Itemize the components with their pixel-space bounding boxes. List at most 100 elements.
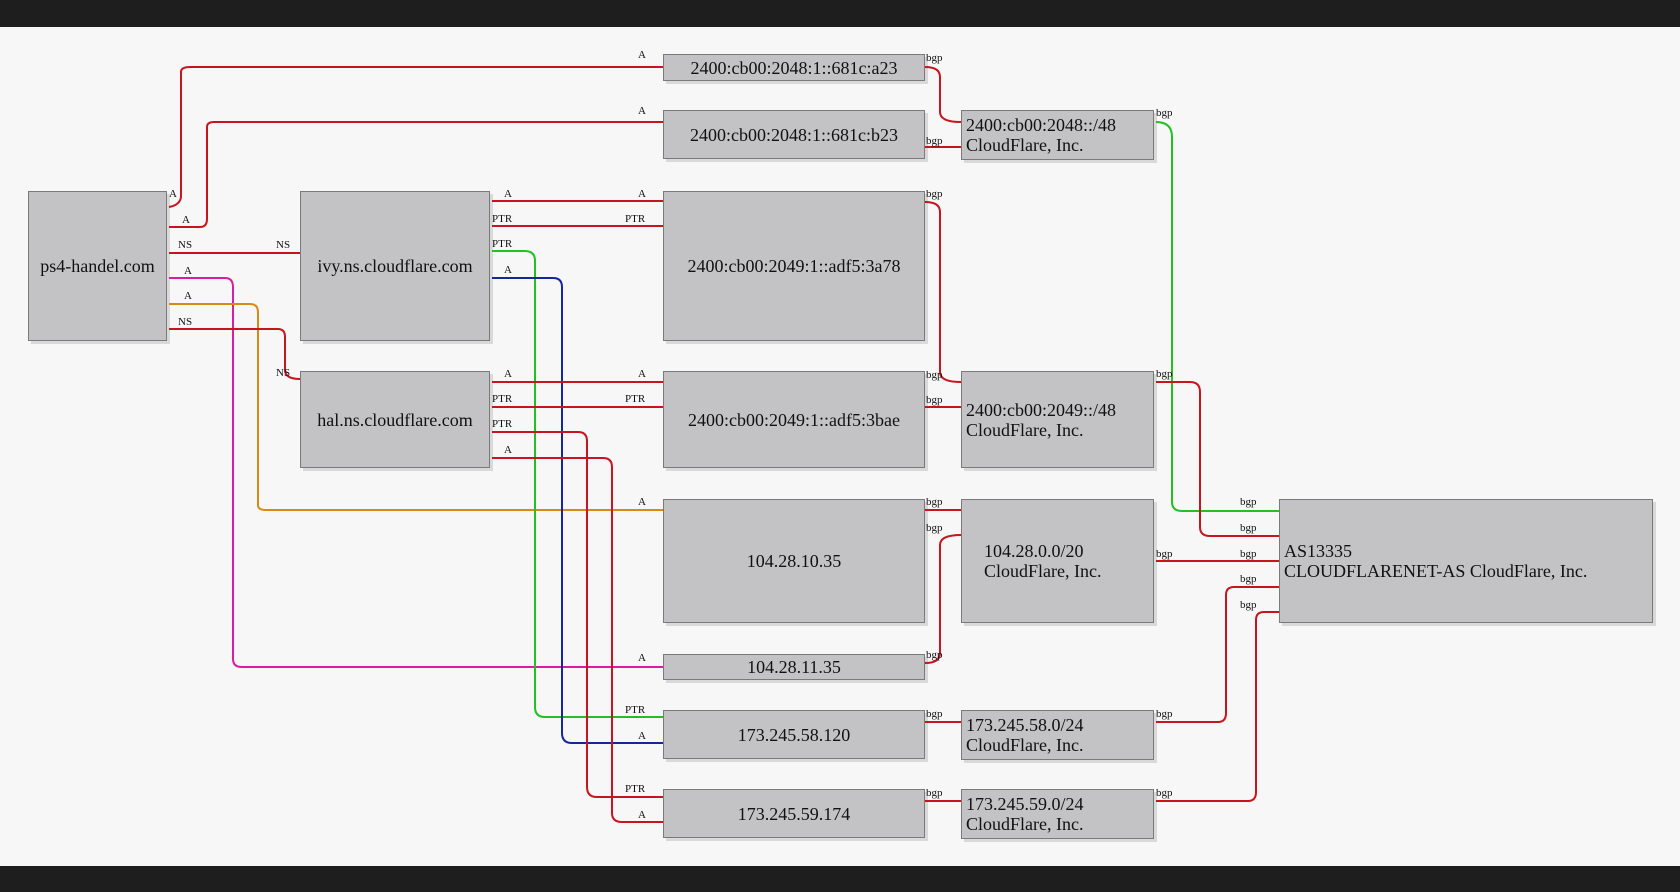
label-ps4-a-3: A: [184, 265, 192, 277]
label-ivy-a-out-2: A: [504, 264, 512, 276]
node-net-173-59-org: CloudFlare, Inc.: [966, 814, 1084, 834]
node-net-173-58[interactable]: 173.245.58.0/24 CloudFlare, Inc.: [961, 710, 1154, 760]
label-bgp-3bae-1: bgp: [926, 369, 943, 381]
node-ivy-ns-label: ivy.ns.cloudflare.com: [317, 256, 473, 276]
edge-ivy-ptr-173-58: [492, 250, 663, 718]
label-3bae-ptr-in: PTR: [625, 393, 646, 405]
label-bgp-58-120: bgp: [926, 708, 943, 720]
label-hal-a-out-2: A: [504, 444, 512, 456]
dns-graph-canvas: ps4-handel.com ivy.ns.cloudflare.com hal…: [0, 27, 1680, 866]
edge-hal-a-173-59: [492, 457, 663, 823]
node-hal-ns[interactable]: hal.ns.cloudflare.com: [300, 371, 490, 468]
node-net-2049-prefix: 2400:cb00:2049::/48: [966, 399, 1116, 420]
label-hal-ptr-out-2: PTR: [492, 418, 513, 430]
bottom-letterbox-bar: [0, 866, 1680, 892]
edge-bgp-104-11-104net: [924, 534, 962, 664]
label-b23-a-in: A: [638, 105, 646, 117]
node-ip-104-28-11-35[interactable]: 104.28.11.35: [663, 654, 925, 680]
node-net-2048[interactable]: 2400:cb00:2048::/48 CloudFlare, Inc.: [961, 110, 1154, 160]
node-ps4-handel-label: ps4-handel.com: [40, 256, 155, 276]
node-ip-adf5-3a78[interactable]: 2400:cb00:2049:1::adf5:3a78: [663, 191, 925, 341]
label-104-10-a-in: A: [638, 496, 646, 508]
label-ivy-ptr-out: PTR: [492, 213, 513, 225]
label-ps4-ns-2: NS: [178, 316, 192, 328]
label-bgp-104-10-1: bgp: [926, 496, 943, 508]
label-58-120-a-in: A: [638, 730, 646, 742]
node-net-104-org: CloudFlare, Inc.: [984, 561, 1102, 581]
label-bgp-as-in-5: bgp: [1240, 599, 1257, 611]
edge-ps4-a-104-11: [169, 277, 663, 668]
label-hal-a-out: A: [504, 368, 512, 380]
label-104-11-a-in: A: [638, 652, 646, 664]
node-as13335-asn: AS13335: [1284, 541, 1353, 561]
label-59-174-ptr-in: PTR: [625, 783, 646, 795]
node-net-173-58-org: CloudFlare, Inc.: [966, 735, 1084, 755]
label-hal-ns-in: NS: [276, 367, 290, 379]
node-ip-681c-b23[interactable]: 2400:cb00:2048:1::681c:b23: [663, 110, 925, 159]
node-as13335[interactable]: AS13335 CLOUDFLARENET-AS CloudFlare, Inc…: [1279, 499, 1653, 623]
edge-ps4-a-681c-b23: [169, 121, 663, 228]
node-as13335-name: CLOUDFLARENET-AS CloudFlare, Inc.: [1284, 561, 1588, 581]
label-ps4-a-4: A: [184, 290, 192, 302]
edge-bgp-2049-as: [1156, 381, 1279, 537]
label-bgp-2049-out: bgp: [1156, 368, 1173, 380]
node-ip-173-245-59-174-label: 173.245.59.174: [737, 803, 851, 824]
node-ip-104-28-10-35-label: 104.28.10.35: [746, 551, 842, 571]
label-bgp-2048-out: bgp: [1156, 107, 1173, 119]
label-bgp-as-in-3: bgp: [1240, 548, 1257, 560]
node-ip-adf5-3bae[interactable]: 2400:cb00:2049:1::adf5:3bae: [663, 371, 925, 468]
edge-hal-ptr-173-59: [492, 431, 663, 798]
label-bgp-173-58-out: bgp: [1156, 708, 1173, 720]
label-ps4-a-2: A: [182, 214, 190, 226]
label-bgp-a23: bgp: [926, 52, 943, 64]
node-ip-681c-b23-label: 2400:cb00:2048:1::681c:b23: [690, 124, 898, 145]
top-letterbox-bar: [0, 0, 1680, 27]
node-ivy-ns[interactable]: ivy.ns.cloudflare.com: [300, 191, 490, 341]
edge-ivy-a-173-58: [492, 277, 663, 744]
node-ip-adf5-3bae-label: 2400:cb00:2049:1::adf5:3bae: [688, 409, 900, 430]
label-3a78-a-in: A: [638, 188, 646, 200]
node-hal-ns-label: hal.ns.cloudflare.com: [317, 409, 473, 430]
node-net-2049[interactable]: 2400:cb00:2049::/48 CloudFlare, Inc.: [961, 371, 1154, 468]
label-58-120-ptr-in: PTR: [625, 704, 646, 716]
edge-ps4-a-681c-a23: [168, 66, 663, 208]
label-bgp-104-11: bgp: [926, 649, 943, 661]
node-ip-104-28-11-35-label: 104.28.11.35: [747, 657, 841, 677]
node-ip-681c-a23[interactable]: 2400:cb00:2048:1::681c:a23: [663, 54, 925, 81]
label-ivy-ptr-out-2: PTR: [492, 238, 513, 250]
node-net-104[interactable]: 104.28.0.0/20 CloudFlare, Inc.: [961, 499, 1154, 623]
label-bgp-as-in-1: bgp: [1240, 496, 1257, 508]
label-bgp-b23: bgp: [926, 135, 943, 147]
label-59-174-a-in: A: [638, 809, 646, 821]
edge-ps4-ns-hal: [169, 328, 301, 380]
node-ip-681c-a23-label: 2400:cb00:2048:1::681c:a23: [690, 57, 898, 78]
node-ip-173-245-59-174[interactable]: 173.245.59.174: [663, 789, 925, 838]
node-net-104-prefix: 104.28.0.0/20: [984, 541, 1084, 561]
edge-bgp-2048-as: [1155, 121, 1279, 512]
label-bgp-3a78: bgp: [926, 188, 943, 200]
label-a23-a-in: A: [638, 49, 646, 61]
label-bgp-3bae-2: bgp: [926, 394, 943, 406]
label-3bae-a-in: A: [638, 368, 646, 380]
label-bgp-173-59-out: bgp: [1156, 787, 1173, 799]
node-ip-104-28-10-35[interactable]: 104.28.10.35: [663, 499, 925, 623]
edge-bgp-3a78-2049: [924, 201, 962, 383]
node-net-173-59-prefix: 173.245.59.0/24: [966, 794, 1084, 814]
node-net-2048-org: CloudFlare, Inc.: [966, 135, 1084, 155]
edges-layer: A A NS A A NS NS NS A PTR PTR A A PTR PT…: [168, 49, 1279, 823]
node-net-2048-prefix: 2400:cb00:2048::/48: [966, 115, 1116, 135]
node-ps4-handel[interactable]: ps4-handel.com: [28, 191, 167, 341]
label-ivy-ns-in: NS: [276, 239, 290, 251]
edge-bgp-173-58-as: [1156, 586, 1279, 723]
node-net-173-59[interactable]: 173.245.59.0/24 CloudFlare, Inc.: [961, 789, 1154, 839]
node-ip-adf5-3a78-label: 2400:cb00:2049:1::adf5:3a78: [687, 256, 901, 276]
label-hal-ptr-out: PTR: [492, 393, 513, 405]
edge-bgp-173-59-as: [1156, 611, 1279, 802]
label-bgp-as-in-4: bgp: [1240, 573, 1257, 585]
node-net-173-58-prefix: 173.245.58.0/24: [966, 715, 1084, 735]
node-ip-173-245-58-120[interactable]: 173.245.58.120: [663, 710, 925, 759]
node-ip-173-245-58-120-label: 173.245.58.120: [737, 724, 851, 745]
label-bgp-104-10-2: bgp: [926, 522, 943, 534]
label-bgp-59-174: bgp: [926, 787, 943, 799]
edge-bgp-a23-2048: [924, 66, 962, 123]
